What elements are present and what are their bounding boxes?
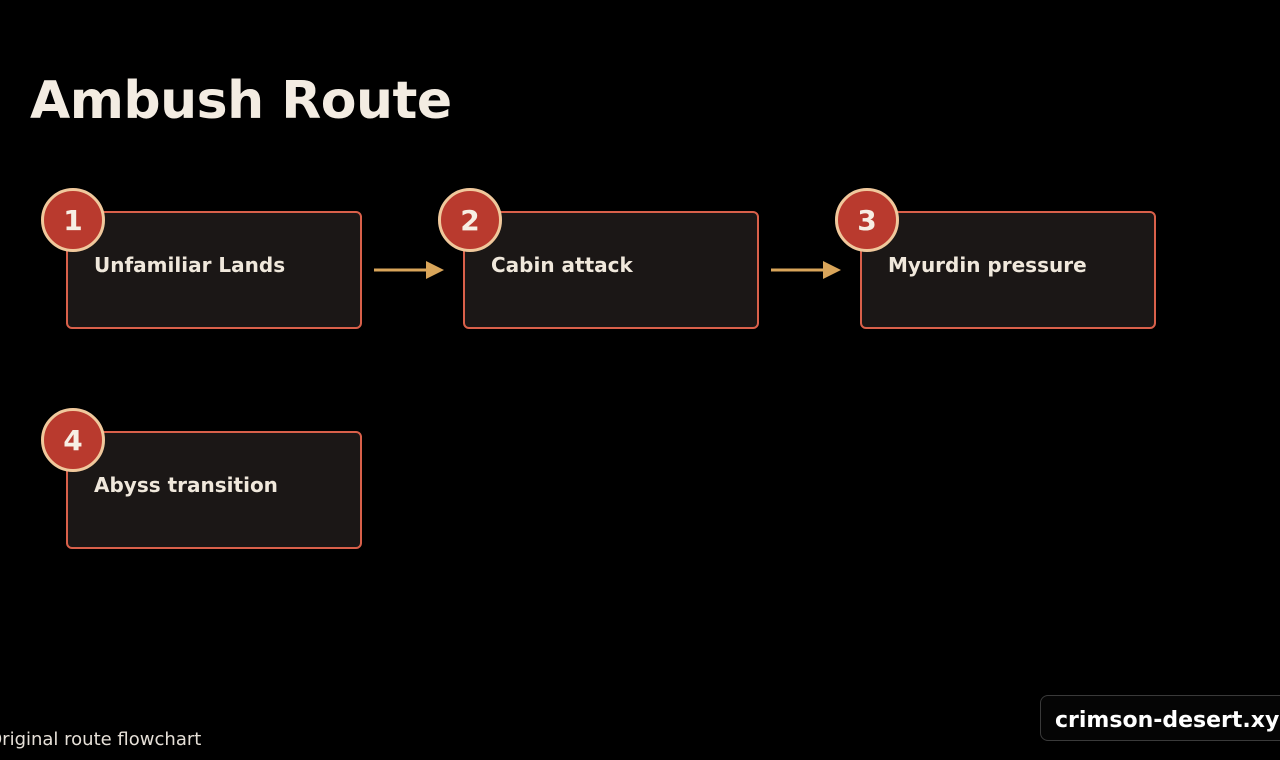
flow-arrow-icon	[374, 261, 444, 279]
step-label: Myurdin pressure	[888, 253, 1087, 277]
step-number-badge-2: 2	[438, 188, 502, 252]
step-label: Cabin attack	[491, 253, 633, 277]
step-label: Abyss transition	[94, 473, 278, 497]
step-box-3: Myurdin pressure	[860, 211, 1156, 329]
flow-arrow-icon	[771, 261, 841, 279]
step-number-badge-1: 1	[41, 188, 105, 252]
figure-caption: Original route flowchart	[0, 729, 202, 750]
step-box-4: Abyss transition	[66, 431, 362, 549]
page-title: Ambush Route	[30, 71, 452, 131]
site-watermark: crimson-desert.xyz	[1040, 695, 1280, 741]
step-number-badge-3: 3	[835, 188, 899, 252]
step-number-badge-4: 4	[41, 408, 105, 472]
step-box-2: Cabin attack	[463, 211, 759, 329]
step-box-1: Unfamiliar Lands	[66, 211, 362, 329]
step-label: Unfamiliar Lands	[94, 253, 286, 277]
